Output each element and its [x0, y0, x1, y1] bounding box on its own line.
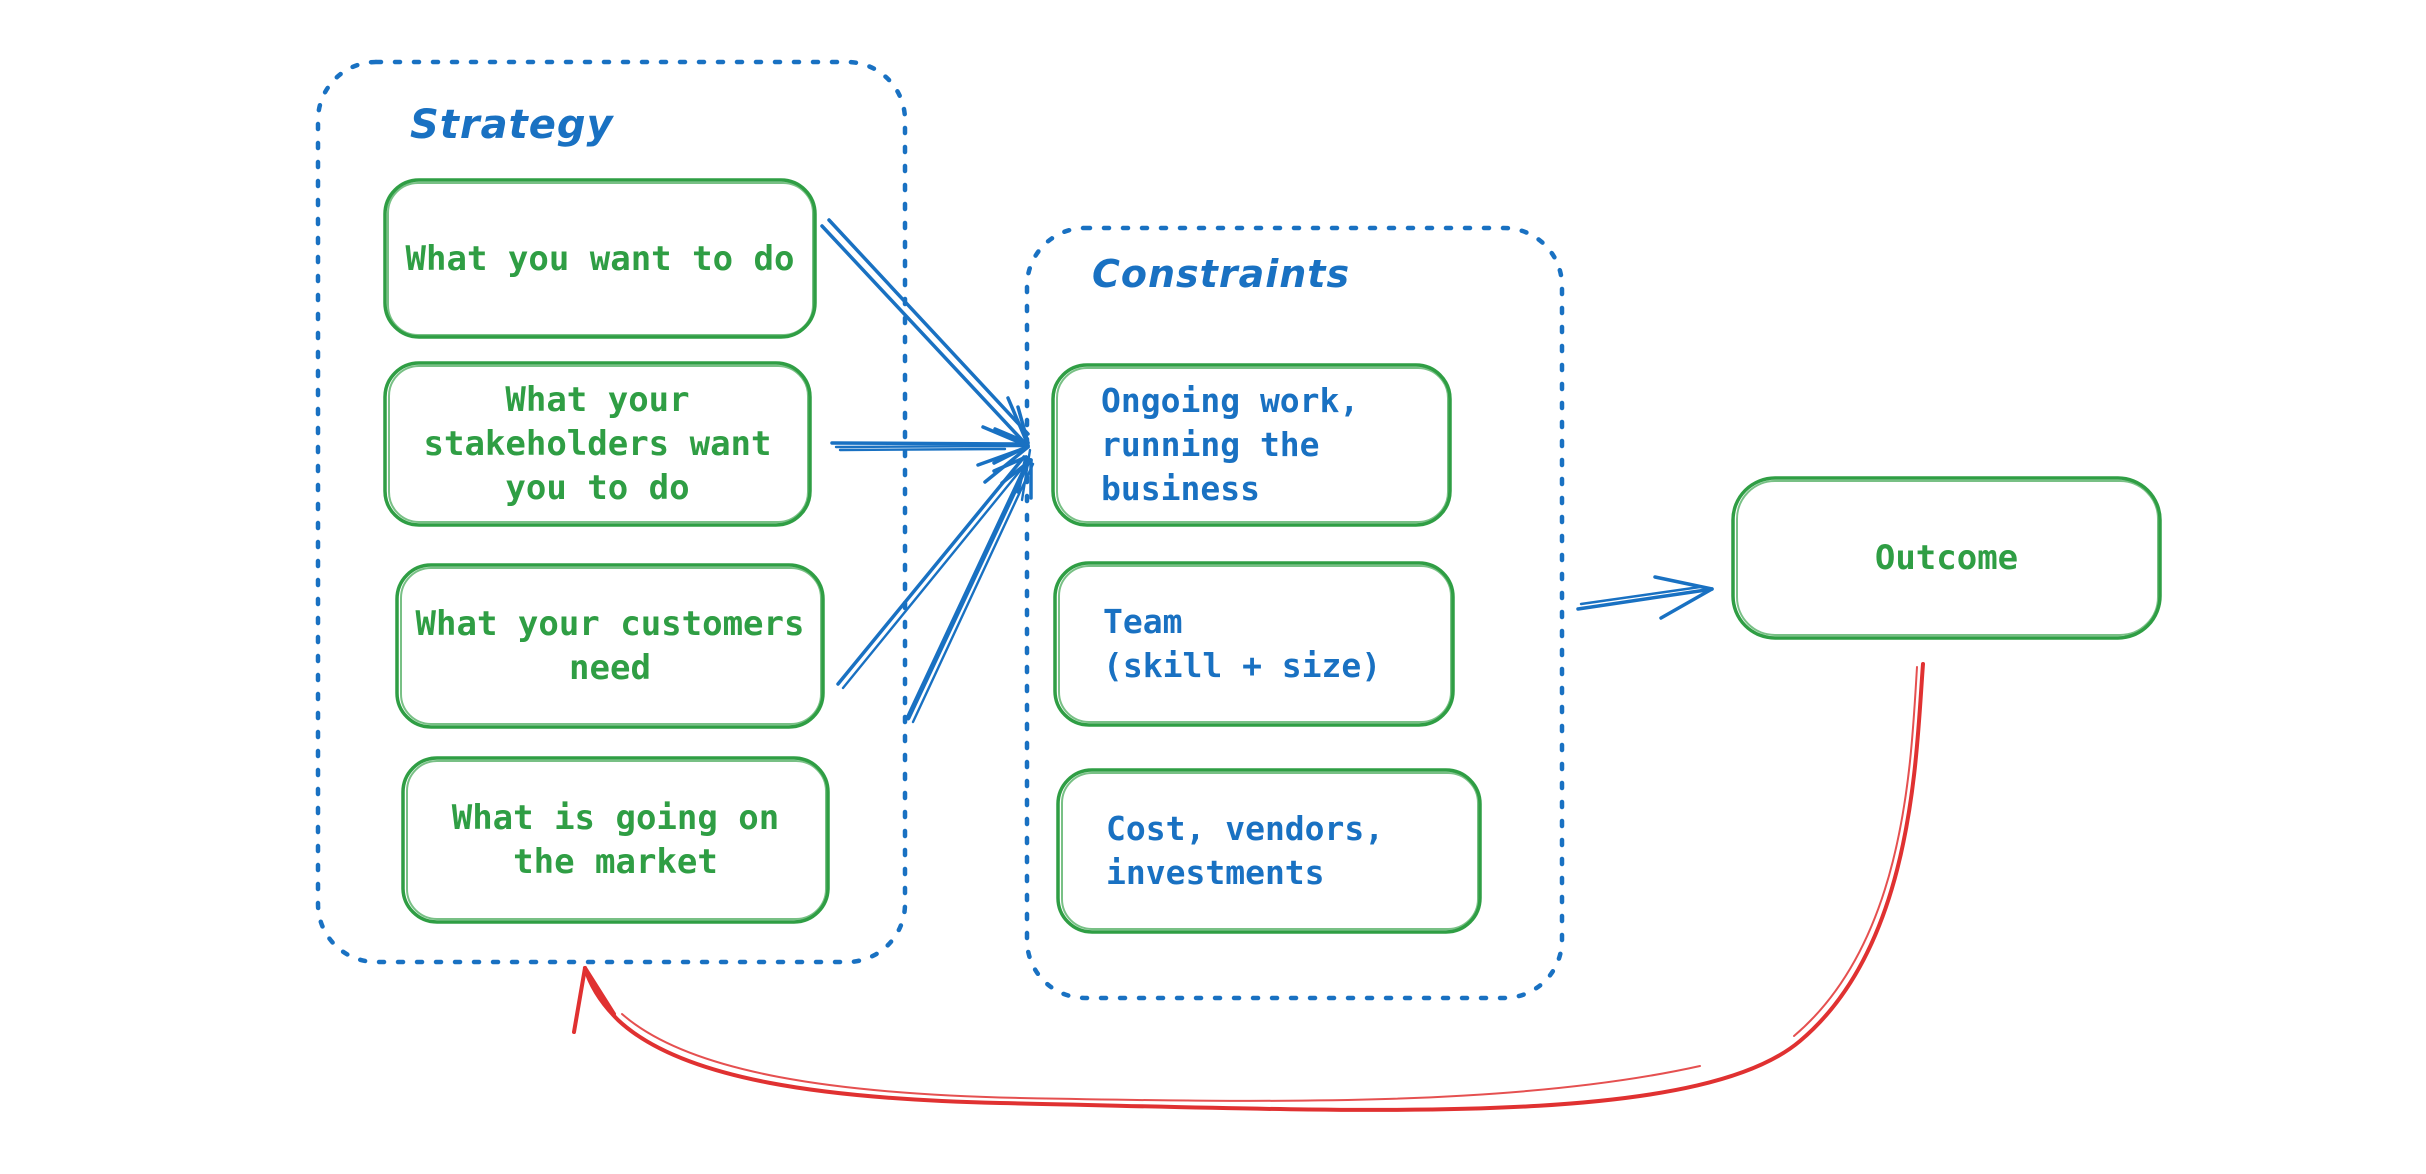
box-outline — [1056, 768, 1482, 934]
box-outline — [1053, 561, 1455, 727]
strategy-box-market-border — [401, 756, 830, 924]
box-outline — [1731, 476, 2162, 640]
outcome-box-border — [1731, 476, 2162, 640]
arrow-shaft — [583, 662, 1925, 1112]
strategy-container-border — [315, 59, 908, 965]
arrow-wing — [583, 966, 616, 1016]
arrow-stakeholders-to-constraints — [830, 425, 1030, 465]
arrow-lower-to-constraints — [905, 445, 1035, 724]
box-outline-echo — [1058, 565, 1452, 723]
constraints-box-cost: Cost, vendors, investments — [1058, 770, 1480, 932]
box-outline — [395, 563, 825, 729]
arrow-shaft — [1576, 588, 1708, 611]
constraints-box-ongoing-work: Ongoing work, running the business — [1053, 365, 1450, 525]
arrow-shaft — [1579, 585, 1702, 606]
constraints-container-border — [1024, 225, 1565, 1001]
arrow-wing — [1006, 396, 1030, 447]
constraints-label-text: Constraints — [1092, 252, 1351, 296]
arrow-wing — [1653, 575, 1714, 591]
strategy-box-market-text: What is going on the market — [451, 798, 780, 882]
arrow-want-to-constraints — [820, 218, 1030, 447]
box-outline-echo — [1736, 480, 2159, 636]
constraints-box-team-border — [1053, 561, 1455, 727]
arrow-shaft — [820, 224, 1024, 442]
arrow-wing — [981, 425, 1030, 448]
arrow-wing — [1020, 448, 1032, 502]
constraints-label: Constraints — [1092, 252, 1350, 296]
arrow-shaft — [836, 455, 1026, 686]
arrow-shaft — [827, 218, 1030, 436]
strategy-box-want-text: What you want to do — [405, 238, 795, 279]
strategy-label-text: Strategy — [410, 102, 614, 148]
strategy-box-stakeholders: What your stakeholders want you to do — [385, 363, 810, 525]
strategy-box-stakeholders-text: What your stakeholders want you to do — [423, 380, 772, 508]
constraints-box-team: Team (skill + size) — [1055, 563, 1453, 725]
box-outline — [383, 178, 817, 339]
box-outline-echo — [1056, 367, 1449, 523]
strategy-box-want-border — [383, 178, 817, 339]
box-outline-echo — [1061, 772, 1479, 930]
arrow-shaft — [841, 459, 1030, 690]
constraints-box-cost-border — [1056, 768, 1482, 934]
arrow-wing — [976, 445, 1030, 467]
outcome-box-text: Outcome — [1874, 538, 2019, 578]
arrow-wing — [1000, 458, 1033, 485]
outcome-box: Outcome — [1733, 478, 2160, 638]
arrow-wing — [993, 427, 1030, 445]
constraints-box-ongoing-work-text: Ongoing work, running the business — [1101, 381, 1360, 508]
box-outline-echo — [388, 365, 809, 523]
arrow-shaft — [830, 441, 1026, 446]
arrow-shaft — [834, 444, 1030, 449]
strategy-box-stakeholders-border — [383, 361, 812, 527]
arrow-constraints-to-outcome — [1576, 575, 1714, 620]
box-outline — [1051, 363, 1452, 527]
constraints-box-ongoing-work-border — [1051, 363, 1452, 527]
strategy-label: Strategy — [410, 102, 614, 148]
arrow-wing — [572, 966, 587, 1034]
arrow-shaft-echo — [1793, 666, 1918, 1037]
strategy-box-customers: What your customers need — [397, 565, 823, 727]
box-outline-echo — [400, 567, 822, 725]
feedback-arrow-outcome-to-strategy — [572, 662, 1925, 1112]
arrow-shaft — [911, 462, 1035, 724]
arrow-customers-to-constraints — [836, 455, 1030, 690]
strategy-box-customers-border — [395, 563, 825, 729]
constraints-box-cost-text: Cost, vendors, investments — [1106, 809, 1385, 892]
arrow-shaft-echo — [621, 1013, 1701, 1102]
strategy-box-customers-text: What your customers need — [415, 604, 805, 688]
arrow-wing — [1659, 587, 1714, 620]
box-outline — [401, 756, 830, 924]
box-outline — [383, 361, 812, 527]
arrow-wing — [983, 445, 1030, 484]
arrow-shaft — [905, 457, 1032, 721]
strategy-box-want: What you want to do — [385, 180, 815, 337]
box-outline-echo — [406, 760, 827, 920]
strategy-box-market: What is going on the market — [403, 758, 828, 922]
arrow-shaft — [838, 447, 1007, 452]
constraints-box-team-text: Team (skill + size) — [1103, 602, 1382, 685]
box-outline-echo — [387, 182, 814, 336]
